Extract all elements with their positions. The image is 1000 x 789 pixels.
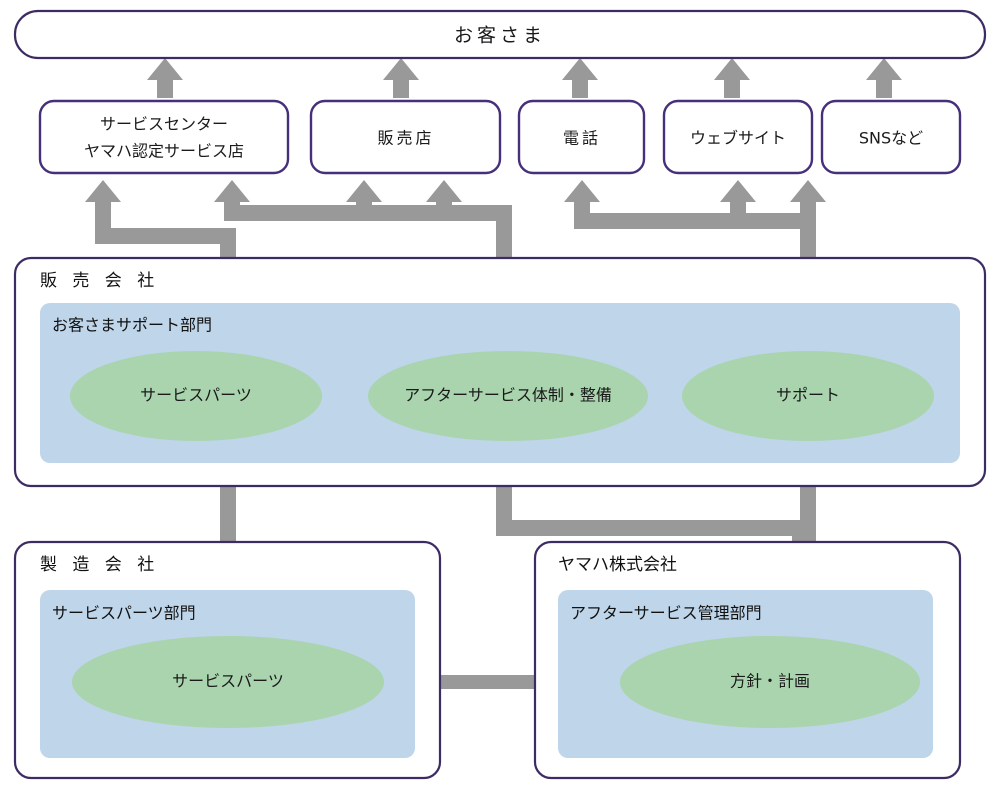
channel-label-service-center-line2: ヤマハ認定サービス店 [84,142,244,161]
customer-box-label: お客さま [454,25,546,47]
channel-box-sns-shape[interactable] [820,99,962,175]
node-support-label: サポート [776,386,840,405]
arrow-after-service-to-dealer-mid [426,180,462,221]
group-yamaha-corporation[interactable]: ヤマハ株式会社 アフターサービス管理部門 方針・計画 [533,540,962,780]
panel-service-parts-department-label: サービスパーツ部門 [52,604,196,623]
channel-box-website[interactable]: ウェブサイト [662,99,814,175]
arrow-telephone-to-customer [562,58,598,98]
customer-box[interactable]: お客さま [13,9,987,60]
channel-box-service-center-shape[interactable] [38,99,290,175]
arrow-service-center-to-customer [147,58,183,98]
group-yamaha-corporation-label: ヤマハ株式会社 [558,555,677,575]
arrow-sns-to-customer [866,58,902,98]
node-after-service-system-shape[interactable] [368,351,648,441]
node-policy-plan-shape[interactable] [620,636,920,728]
node-after-service-system-label: アフターサービス体制・整備 [404,386,612,405]
channel-box-sns[interactable]: SNSなど [820,99,962,175]
arrow-support-to-sns [790,180,826,221]
channel-box-telephone-shape[interactable] [517,99,646,175]
node-service-parts-sales-shape[interactable] [70,351,322,441]
arrow-website-to-customer [714,58,750,98]
node-policy-plan-label: 方針・計画 [730,672,810,691]
channel-label-sns: SNSなど [859,129,923,148]
arrow-support-to-telephone [564,180,600,221]
channel-box-dealer[interactable]: 販売店 [309,99,502,175]
arrow-dealer-to-customer [383,58,419,98]
channel-label-website: ウェブサイト [690,129,786,148]
channel-label-telephone: 電話 [563,129,601,148]
node-policy-plan[interactable]: 方針・計画 [620,636,920,728]
group-sales-company-label: 販 売 会 社 [40,271,159,291]
channel-box-service-center[interactable]: サービスセンター ヤマハ認定サービス店 [38,99,290,175]
channel-box-website-shape[interactable] [662,99,814,175]
panel-customer-support-department-label: お客さまサポート部門 [52,316,212,335]
customer-box-shape[interactable] [13,9,987,60]
channel-label-service-center-line1: サービスセンター [100,115,228,134]
group-manufacturing-company-label: 製 造 会 社 [40,555,159,575]
node-service-parts-sales-label: サービスパーツ [140,386,252,405]
channel-box-dealer-shape[interactable] [309,99,502,175]
channel-box-telephone[interactable]: 電話 [517,99,646,175]
node-support[interactable]: サポート [682,351,934,441]
channel-label-dealer: 販売店 [377,129,434,148]
group-manufacturing-company[interactable]: 製 造 会 社 サービスパーツ部門 サービスパーツ [13,540,442,780]
node-after-service-system[interactable]: アフターサービス体制・整備 [368,351,648,441]
arrow-service-parts-to-dealer-left [214,180,356,221]
node-service-parts-sales[interactable]: サービスパーツ [70,351,322,441]
node-service-parts-mfg-label: サービスパーツ [172,672,284,691]
arrow-support-to-website [720,180,756,221]
group-sales-company[interactable]: 販 売 会 社 お客さまサポート部門 サービスパーツ アフターサービス体制・整備… [13,256,987,488]
node-service-parts-mfg[interactable]: サービスパーツ [72,636,384,728]
node-support-shape[interactable] [682,351,934,441]
node-service-parts-mfg-shape[interactable] [72,636,384,728]
panel-after-service-management-department-label: アフターサービス管理部門 [570,604,762,623]
